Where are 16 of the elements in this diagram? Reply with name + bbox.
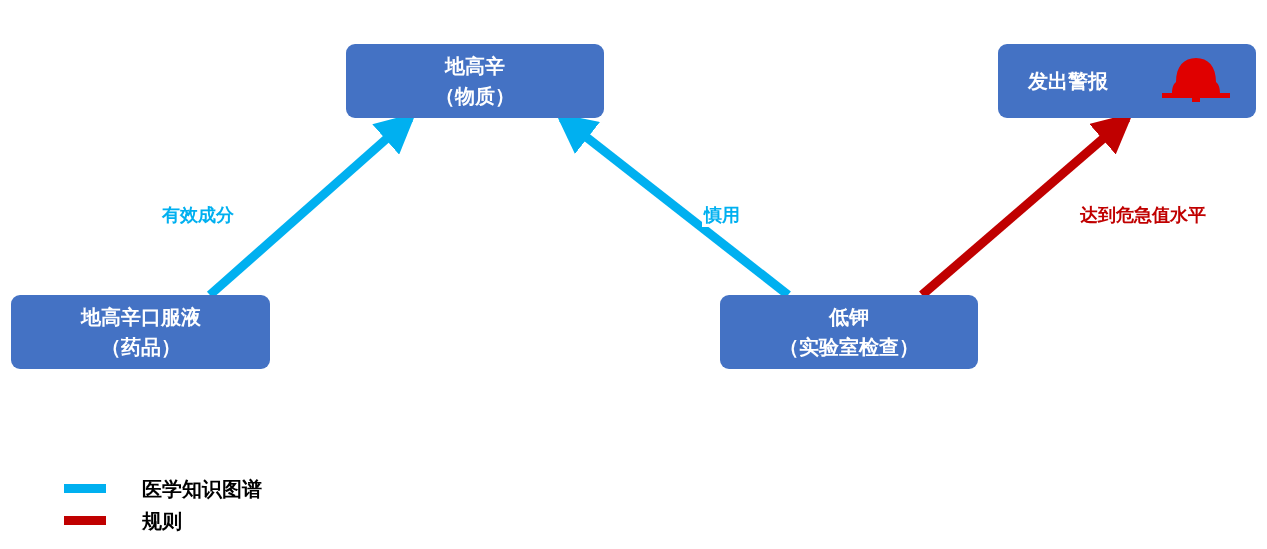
node-text: （物质） [435,83,515,110]
node-text: 低钾 [829,304,869,331]
node-text: 地高辛 [445,53,505,80]
edge-label: 慎用 [702,203,742,227]
edge-label: 有效成分 [160,203,236,227]
alert-box [998,44,1256,118]
entity-box [720,295,978,369]
legend-label: 规则 [142,508,182,535]
node-text: （药品） [100,334,181,361]
entity-box [11,295,270,369]
node-title: 发出警报 [1028,68,1108,95]
entity-box [346,44,604,118]
edge-label: 达到危急值水平 [1078,203,1208,227]
node-text: 地高辛口服液 [80,304,201,331]
legend-label: 医学知识图谱 [142,476,262,503]
node-text: （实验室检查） [779,334,919,361]
